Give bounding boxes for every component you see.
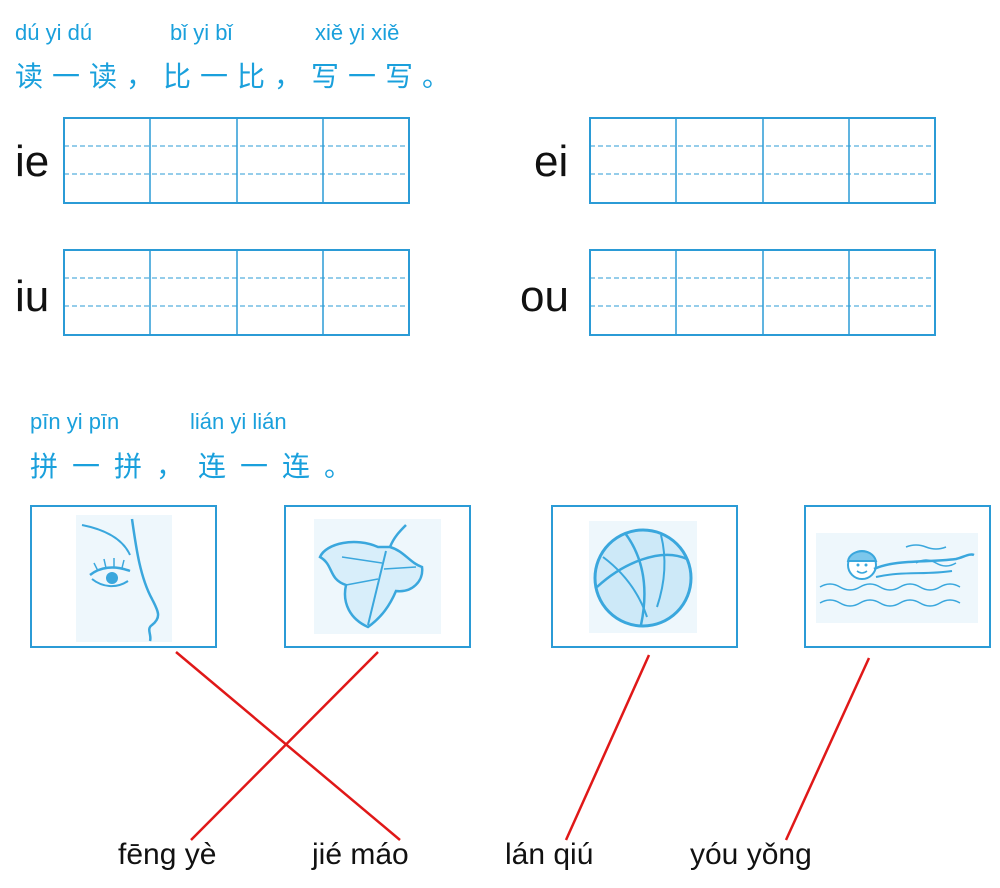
picture-box-basketball[interactable] [551,505,738,648]
label-ie: ie [15,137,50,186]
answer-jie-mao: jié máo [312,838,409,871]
line-leaf-to-feng-ye [190,651,379,841]
line-swimmer-to-you-yong [784,657,871,841]
line-basketball-to-lan-qiu [564,654,651,841]
writing-grid-ie[interactable] [63,117,410,204]
picture-box-swimmer[interactable] [804,505,991,648]
line-eyelash-to-jie-mao [175,651,401,841]
swimmer-icon [816,533,978,623]
pinyin-lian-yi-lian: lián yi lián [190,409,287,434]
answer-feng-ye: fēng yè [118,838,217,871]
instruction-read-compare-write: 读一读，比一比，写一写。 [15,61,460,92]
writing-grid-iu[interactable] [63,249,410,336]
writing-grid-ou[interactable] [589,249,936,336]
label-ou: ou [520,272,569,321]
basketball-icon [589,521,697,633]
label-ei: ei [534,137,569,186]
leaf-icon [314,519,441,634]
eye-face-icon [76,515,172,642]
pinyin-bi-yi-bi: bǐ yi bǐ [170,20,233,45]
pinyin-xie-yi-xie: xiě yi xiě [315,20,400,45]
picture-box-leaf[interactable] [284,505,471,648]
label-iu: iu [15,272,50,321]
writing-grid-ei[interactable] [589,117,936,204]
answer-lan-qiu: lán qiú [505,838,594,871]
picture-box-eyelash[interactable] [30,505,217,648]
pinyin-pin-yi-pin: pīn yi pīn [30,409,120,434]
instruction-spell-connect: 拼一拼，连一连。 [30,451,367,482]
answer-you-yong: yóu yǒng [690,838,812,871]
pinyin-du-yi-du: dú yi dú [15,20,93,45]
